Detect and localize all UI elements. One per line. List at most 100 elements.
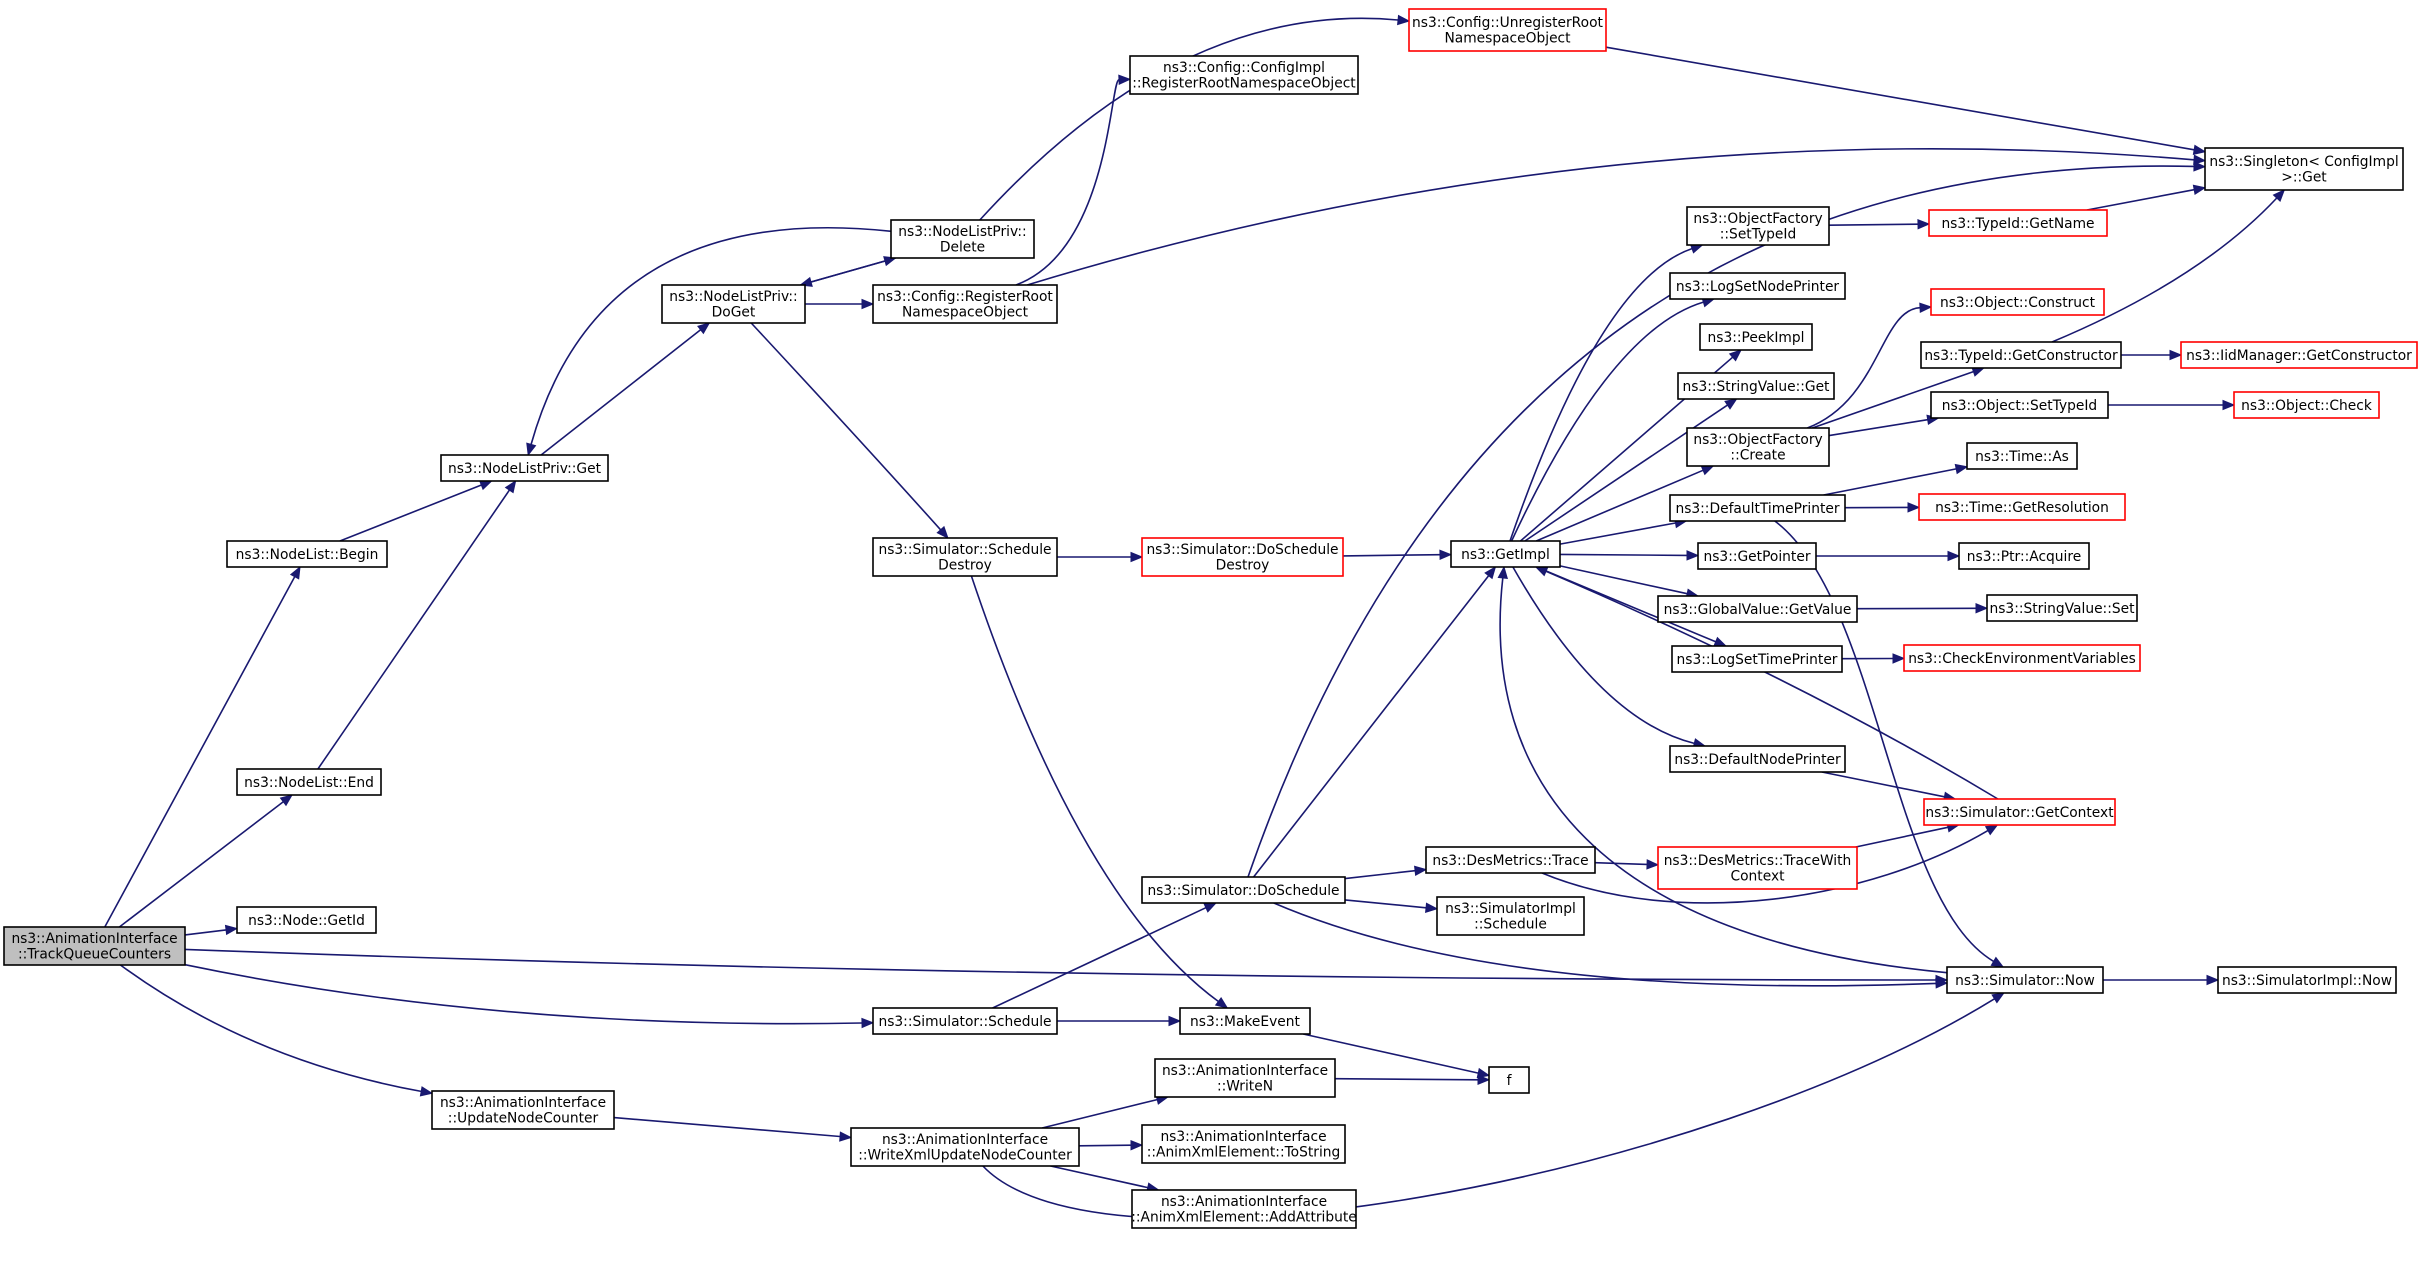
node-stringvalue_set[interactable]: ns3::StringValue::Set	[1986, 594, 2138, 622]
node-desmetrics_trace[interactable]: ns3::DesMetrics::Trace	[1425, 846, 1596, 874]
node-box	[1669, 272, 1846, 300]
node-box	[236, 906, 377, 934]
node-animxml_addattribute[interactable]: ns3::AnimationInterface::AnimXmlElement:…	[1131, 1189, 1357, 1229]
edge-nodelistpriv_doget-to-simulator_schedule_destroy	[750, 322, 949, 539]
node-logsetnodeprinter[interactable]: ns3::LogSetNodePrinter	[1669, 272, 1846, 300]
arrowhead	[1534, 566, 1549, 577]
node-nodelist_end[interactable]: ns3::NodeList::End	[236, 768, 382, 796]
node-label: ns3::NodeListPriv::	[898, 224, 1026, 240]
node-globalvalue_getvalue[interactable]: ns3::GlobalValue::GetValue	[1657, 595, 1858, 623]
node-typeid_getname[interactable]: ns3::TypeId::GetName	[1928, 209, 2108, 237]
arrowhead	[1497, 565, 1508, 579]
edge-line	[1344, 869, 1416, 880]
node-nodelistpriv_get[interactable]: ns3::NodeListPriv::Get	[440, 454, 609, 482]
node-singleton_get[interactable]: ns3::Singleton< ConfigImpl >::Get	[2204, 147, 2404, 191]
node-getimpl[interactable]: ns3::GetImpl	[1450, 540, 1561, 568]
node-f[interactable]: f	[1488, 1066, 1530, 1094]
edge-typeid_getconstructor-to-iidmanager_getconstructor	[2121, 349, 2183, 361]
node-config_unregister[interactable]: ns3::Config::UnregisterRootNamespaceObje…	[1408, 8, 1607, 52]
node-label: ::TrackQueueCounters	[18, 947, 171, 963]
node-simulator_schedule[interactable]: ns3::Simulator::Schedule	[872, 1007, 1058, 1035]
edge-line	[118, 801, 284, 928]
edge-simulator_schedule_destroy-to-makeevent	[970, 575, 1229, 1009]
node-label: ns3::Config::RegisterRoot	[877, 289, 1053, 305]
edge-line	[1334, 1077, 1479, 1081]
node-box	[1918, 493, 2126, 521]
node-trackqueue[interactable]: ns3::AnimationInterface::TrackQueueCount…	[3, 926, 186, 966]
node-objectfactory_create[interactable]: ns3::ObjectFactory::Create	[1686, 427, 1830, 467]
node-label: ns3::TypeId::GetConstructor	[1924, 348, 2118, 364]
node-label: ns3::Singleton< ConfigImpl	[2209, 154, 2398, 170]
node-makeevent[interactable]: ns3::MakeEvent	[1179, 1007, 1311, 1035]
node-update_node_counter[interactable]: ns3::AnimationInterface::UpdateNodeCount…	[431, 1090, 615, 1130]
node-nodelistpriv_delete[interactable]: ns3::NodeListPriv::Delete	[890, 219, 1035, 259]
node-iidmanager_getconstructor[interactable]: ns3::IidManager::GetConstructor	[2180, 341, 2418, 369]
arrowhead	[2192, 144, 2207, 155]
node-simulatorimpl_now[interactable]: ns3::SimulatorImpl::Now	[2217, 966, 2397, 994]
edge-nodelistpriv_get-to-nodelistpriv_doget	[540, 322, 711, 456]
node-object_construct[interactable]: ns3::Object::Construct	[1930, 288, 2105, 316]
node-label: ns3::Object::SetTypeId	[1942, 398, 2097, 414]
node-nodelistpriv_doget[interactable]: ns3::NodeListPriv::DoGet	[661, 284, 806, 324]
edge-nodelistpriv_doget-to-config_register	[805, 298, 875, 310]
edge-line	[750, 322, 942, 531]
node-box	[1686, 427, 1830, 467]
node-box	[1697, 542, 1817, 570]
node-node_getid[interactable]: ns3::Node::GetId	[236, 906, 377, 934]
edge-nodelist_end-to-nodelistpriv_get	[317, 479, 517, 770]
node-writen[interactable]: ns3::AnimationInterface::WriteN	[1154, 1058, 1336, 1098]
node-nodelist_begin[interactable]: ns3::NodeList::Begin	[226, 540, 388, 568]
node-peekimpl[interactable]: ns3::PeekImpl	[1699, 323, 1813, 351]
node-label: ns3::Ptr::Acquire	[1967, 549, 2081, 565]
node-config_register[interactable]: ns3::Config::RegisterRootNamespaceObject	[872, 284, 1058, 324]
edge-line	[1855, 826, 1949, 848]
node-box	[1408, 8, 1607, 52]
node-box	[890, 219, 1035, 259]
node-label: ns3::Config::UnregisterRoot	[1412, 15, 1603, 31]
arrowhead	[2222, 399, 2236, 411]
node-typeid_getconstructor[interactable]: ns3::TypeId::GetConstructor	[1920, 341, 2122, 369]
node-animxml_tostring[interactable]: ns3::AnimationInterface::AnimXmlElement:…	[1141, 1124, 1346, 1164]
node-checkenvvars[interactable]: ns3::CheckEnvironmentVariables	[1903, 644, 2141, 672]
arrowhead	[1414, 865, 1428, 876]
node-getpointer[interactable]: ns3::GetPointer	[1697, 542, 1817, 570]
node-simulatorimpl_schedule[interactable]: ns3::SimulatorImpl::Schedule	[1436, 896, 1585, 936]
edge-getimpl-to-globalvalue_getvalue	[1559, 565, 1700, 599]
node-write_xml_update[interactable]: ns3::AnimationInterface::WriteXmlUpdateN…	[850, 1127, 1080, 1167]
node-time_as[interactable]: ns3::Time::As	[1966, 442, 2078, 470]
node-object_settypeid[interactable]: ns3::Object::SetTypeId	[1930, 391, 2109, 419]
edge-line	[1041, 1098, 1158, 1129]
node-defaulttimeprinter[interactable]: ns3::DefaultTimePrinter	[1669, 494, 1846, 522]
arrowhead	[1118, 74, 1132, 85]
edge-line	[104, 576, 296, 928]
node-defaultnodeprinter[interactable]: ns3::DefaultNodePrinter	[1669, 745, 1846, 773]
edge-object_settypeid-to-object_check	[2108, 399, 2236, 411]
edge-line	[1273, 902, 1937, 987]
node-simulator_getcontext[interactable]: ns3::Simulator::GetContext	[1923, 798, 2116, 826]
edge-line	[1774, 520, 1995, 963]
node-label: ::WriteXmlUpdateNodeCounter	[858, 1148, 1072, 1164]
node-simulator_doschedule[interactable]: ns3::Simulator::DoSchedule	[1141, 876, 1346, 904]
node-objectfactory_settypeid[interactable]: ns3::ObjectFactory::SetTypeId	[1686, 206, 1830, 246]
node-time_getresolution[interactable]: ns3::Time::GetResolution	[1918, 493, 2126, 521]
node-configimpl_register[interactable]: ns3::Config::ConfigImpl::RegisterRootNam…	[1129, 55, 1359, 95]
node-box	[1669, 745, 1846, 773]
node-label: ns3::Simulator::Schedule	[878, 1014, 1051, 1030]
node-label: ns3::Object::Construct	[1940, 295, 2096, 311]
node-simulator_now[interactable]: ns3::Simulator::Now	[1946, 966, 2104, 994]
node-label: ns3::AnimationInterface	[11, 931, 177, 947]
node-stringvalue_get[interactable]: ns3::StringValue::Get	[1677, 372, 1835, 400]
edge-config_unregister-to-singleton_get	[1605, 46, 2207, 155]
node-label: ns3::SimulatorImpl	[1445, 901, 1576, 917]
node-label: ns3::NodeListPriv::	[669, 289, 797, 305]
edge-line	[1303, 1033, 1479, 1074]
arrowhead	[1991, 992, 2006, 1004]
node-object_check[interactable]: ns3::Object::Check	[2233, 391, 2380, 419]
node-ptr_acquire[interactable]: ns3::Ptr::Acquire	[1958, 542, 2090, 570]
node-logsettimeprinter[interactable]: ns3::LogSetTimePrinter	[1671, 645, 1843, 673]
arrowhead	[936, 525, 949, 539]
